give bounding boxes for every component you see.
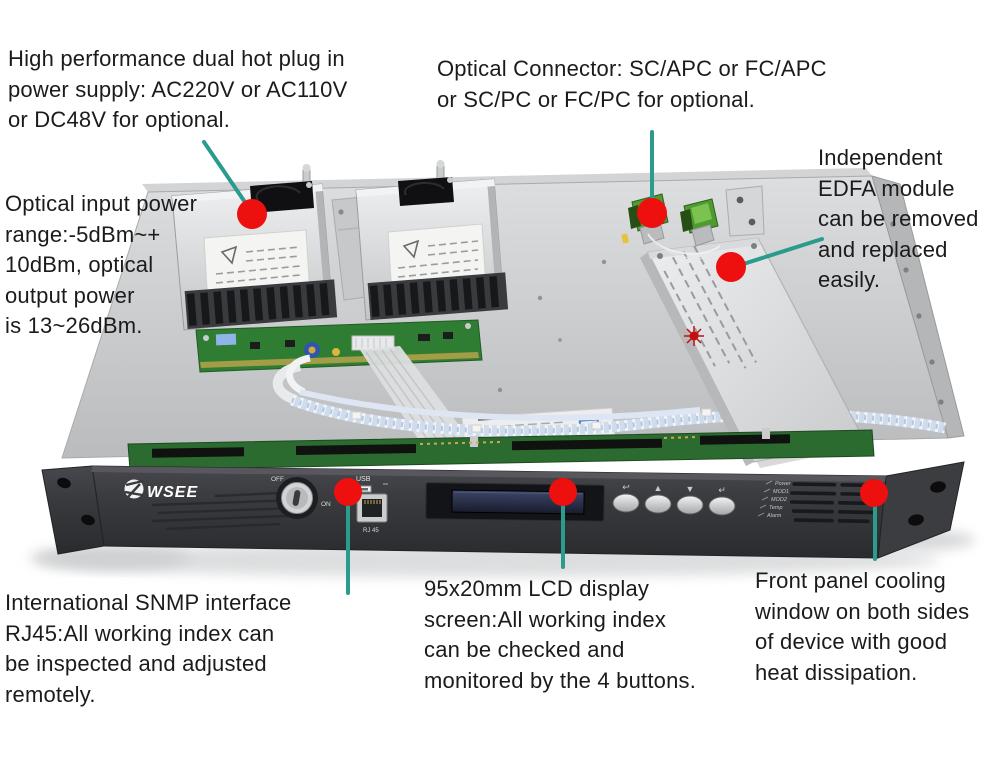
callout-dot-connector xyxy=(637,198,667,228)
brand-logo: WSEE xyxy=(124,479,198,501)
text-line: RJ45:All working index can xyxy=(5,620,275,646)
power-supply-module-2 xyxy=(355,177,509,321)
led-mod2: MOD2 xyxy=(771,497,787,503)
led-alarm: Alarm xyxy=(766,513,782,519)
rj45-label: RJ 45 xyxy=(363,528,379,534)
psu2-fan xyxy=(398,177,454,206)
callout-text-snmp: International SNMP interface RJ45:All wo… xyxy=(5,588,291,710)
text-line: output power xyxy=(5,282,135,308)
text-line: screen:All working index xyxy=(424,606,667,632)
sc-apc-connector-2 xyxy=(680,198,719,247)
led-labels: Power MOD1 MOD2 Temp Alarm xyxy=(757,480,792,519)
button-back xyxy=(612,493,640,513)
rj45-port: RJ 45 xyxy=(356,493,388,534)
brand-text: WSEE xyxy=(147,484,198,501)
text-line: EDFA module xyxy=(818,175,955,201)
text-line: 95x20mm LCD display xyxy=(424,576,650,601)
callout-dot-vents xyxy=(860,479,888,507)
text-line: window on both sides xyxy=(755,598,970,624)
text-line: Optical input power xyxy=(5,191,198,216)
led-power: Power xyxy=(775,481,792,487)
text-line: can be checked and xyxy=(424,637,625,662)
callout-dot-edfa xyxy=(716,252,746,282)
key-switch: OFF ON xyxy=(271,476,331,519)
button-glyph-back: ↩ xyxy=(622,482,630,492)
cable-bundle xyxy=(290,389,947,437)
front-pcb xyxy=(127,428,875,471)
chassis-right-wall xyxy=(871,175,965,439)
callout-text-power-supply: High performance dual hot plug in power … xyxy=(8,44,347,136)
text-line: easily. xyxy=(818,267,881,292)
callout-dot-psu xyxy=(237,199,267,229)
usb-label: USB xyxy=(356,476,371,483)
callout-text-optical-connector: Optical Connector: SC/APC or FC/APC or S… xyxy=(437,54,827,115)
callout-lines xyxy=(202,130,877,595)
callout-line-psu xyxy=(202,140,253,213)
text-line: 10dBm, optical xyxy=(5,252,154,277)
control-pcb xyxy=(195,319,483,373)
text-line: can be removed xyxy=(818,206,979,231)
cooling-vents-left xyxy=(151,490,303,531)
text-line: heat dissipation. xyxy=(755,659,918,685)
text-line: be inspected and adjusted xyxy=(5,651,267,676)
text-line: Optical Connector: SC/APC or FC/APC xyxy=(437,56,827,81)
text-line: and replaced xyxy=(818,236,948,262)
fiber-patch-cord xyxy=(647,233,721,255)
laser-warning xyxy=(684,326,704,346)
text-line: Front panel cooling xyxy=(755,568,946,593)
text-line: remotely. xyxy=(5,681,96,707)
psu2-heatsink xyxy=(367,272,509,321)
text-line: High performance dual hot plug in xyxy=(8,46,345,71)
text-line: or SC/PC or FC/PC for optional. xyxy=(437,86,755,112)
text-line: International SNMP interface xyxy=(5,590,292,615)
callout-line-edfa xyxy=(735,237,824,268)
button-enter xyxy=(708,496,736,516)
led-temp: Temp xyxy=(769,505,783,511)
callout-dots xyxy=(237,198,888,507)
text-line: or DC48V for optional. xyxy=(8,107,231,132)
button-down xyxy=(676,495,704,515)
power-supply-module-1 xyxy=(171,181,338,331)
callout-dot-rj45 xyxy=(334,478,362,506)
callout-text-lcd: 95x20mm LCD display screen:All working i… xyxy=(424,574,696,696)
button-glyph-down: ▼ xyxy=(686,484,695,494)
callout-text-cooling: Front panel cooling window on both sides… xyxy=(755,566,969,688)
text-line: is 13~26dBm. xyxy=(5,313,143,338)
ribbon-cable xyxy=(272,346,470,448)
text-line: Independent xyxy=(818,145,943,170)
front-panel: WSEE OFF ON USB RJ 45 xyxy=(41,461,965,559)
text-line: monitored by the 4 buttons. xyxy=(424,667,697,693)
callout-dot-lcd xyxy=(549,478,577,506)
led-mod1: MOD1 xyxy=(773,489,789,495)
panel-buttons: ↩ ▲ ▼ ↵ xyxy=(612,482,736,516)
edfa-module xyxy=(640,237,868,468)
key-off-label: OFF xyxy=(271,476,284,483)
callout-text-edfa-module: Independent EDFA module can be removed a… xyxy=(818,143,979,296)
text-line: power supply: AC220V or AC110V xyxy=(8,76,348,102)
psu1-heatsink xyxy=(184,279,338,330)
text-line: range:-5dBm~+ xyxy=(5,221,161,247)
key-on-label: ON xyxy=(321,501,331,508)
callout-text-optical-power: Optical input power range:-5dBm~+ 10dBm,… xyxy=(5,189,197,342)
button-up xyxy=(644,494,672,514)
lcd-display xyxy=(425,482,605,522)
button-glyph-up: ▲ xyxy=(654,483,663,493)
button-glyph-enter: ↵ xyxy=(718,485,726,495)
text-line: of device with good xyxy=(755,629,948,654)
